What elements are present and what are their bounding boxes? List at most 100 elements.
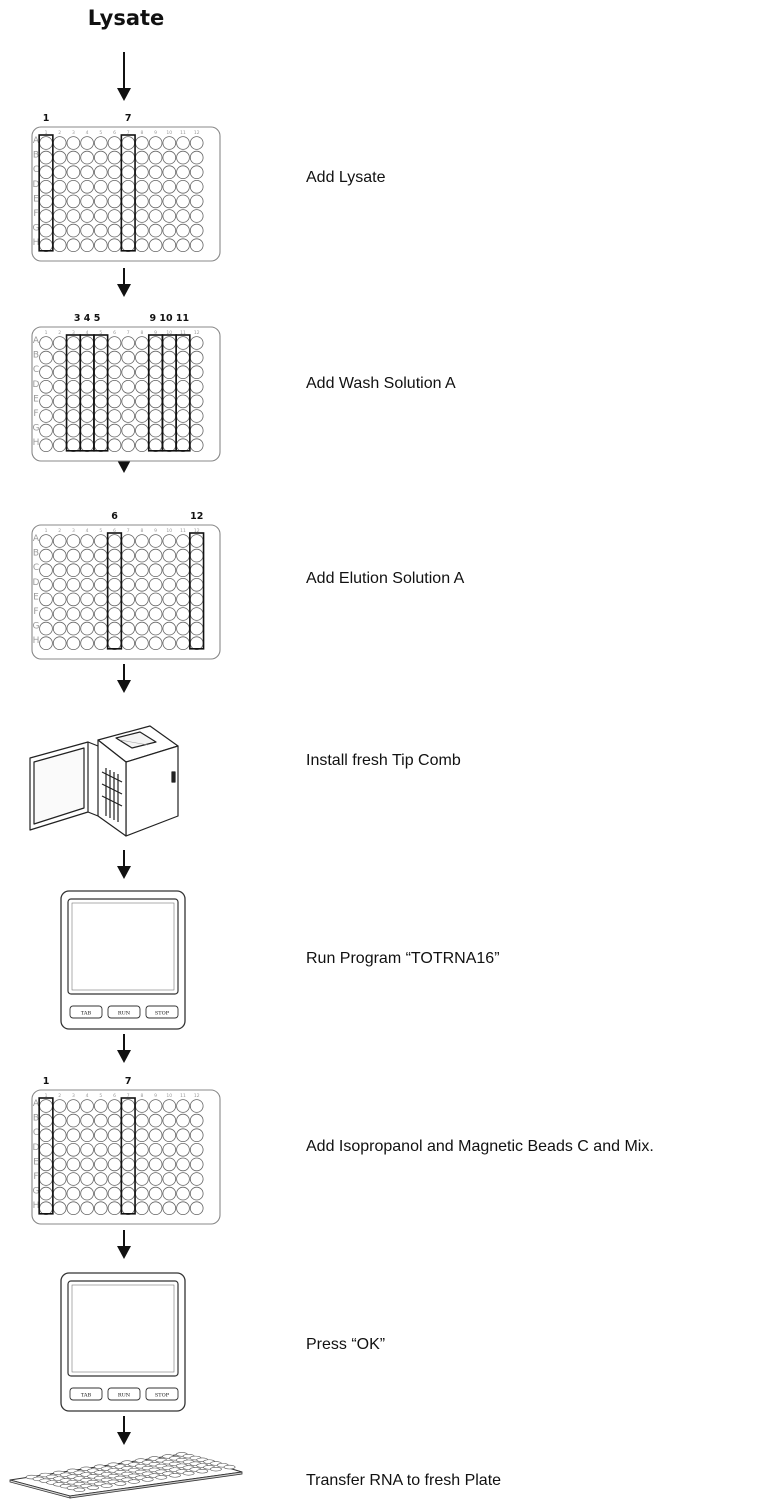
well	[135, 380, 149, 394]
well	[52, 150, 67, 165]
well	[135, 1157, 149, 1172]
well	[176, 636, 190, 650]
well	[80, 238, 94, 252]
column-number-label: 3	[72, 528, 75, 534]
well	[80, 607, 94, 621]
row-letter-label: B	[33, 1114, 39, 1124]
step-label: Run Program “TOTRNA16”	[306, 950, 500, 967]
well	[66, 1143, 81, 1157]
well	[80, 563, 94, 577]
column-marker-label: 1	[43, 1076, 50, 1087]
well	[39, 1201, 53, 1215]
well	[189, 563, 204, 577]
column-marker-label: 6	[111, 511, 118, 522]
well	[52, 1186, 67, 1201]
well	[52, 380, 67, 394]
well	[107, 607, 122, 621]
column-number-label: 3	[72, 130, 75, 136]
highlighted-column	[175, 334, 191, 452]
well	[209, 1466, 222, 1472]
well	[80, 534, 94, 548]
well	[80, 423, 94, 438]
well	[189, 1172, 204, 1186]
column-number-label: 4	[86, 330, 89, 336]
well	[148, 1099, 163, 1113]
column-number-label: 3	[72, 1093, 75, 1099]
panel-button-label: RUN	[118, 1393, 131, 1399]
well	[148, 1186, 163, 1201]
row-letter-label: D	[33, 1143, 40, 1153]
well	[80, 1099, 94, 1113]
column-number-label: 7	[127, 130, 130, 136]
well	[80, 1113, 94, 1128]
well	[162, 136, 177, 150]
well	[135, 194, 149, 209]
well	[169, 1473, 181, 1478]
well	[189, 423, 204, 438]
well	[39, 563, 53, 577]
row-letter-label: G	[33, 424, 40, 434]
panel-button	[107, 1387, 141, 1401]
well	[135, 636, 149, 650]
well	[148, 350, 163, 365]
column-number-label: 6	[113, 330, 116, 336]
column-marker-label: 3 4 5	[74, 313, 100, 324]
well	[189, 223, 204, 238]
panel-button	[107, 1005, 141, 1019]
well	[121, 209, 135, 223]
well	[121, 238, 135, 252]
well	[52, 223, 67, 238]
well	[135, 350, 149, 365]
well	[107, 563, 122, 577]
well	[39, 438, 53, 452]
well	[162, 1113, 177, 1128]
well	[189, 165, 204, 179]
well	[189, 1143, 204, 1157]
well	[39, 1186, 53, 1201]
well	[121, 380, 135, 394]
row-letter-label: E	[33, 592, 39, 602]
well	[148, 136, 163, 150]
well	[121, 592, 135, 607]
well	[52, 365, 67, 379]
well	[162, 180, 177, 194]
fresh-plate-icon	[9, 1452, 243, 1499]
well	[66, 380, 81, 394]
well	[94, 438, 108, 452]
row-letter-label: H	[33, 438, 40, 448]
well	[66, 365, 81, 379]
well	[52, 1201, 67, 1215]
well	[94, 165, 108, 179]
well	[176, 223, 190, 238]
well	[80, 592, 94, 607]
well	[162, 1201, 177, 1215]
well	[148, 548, 163, 563]
well	[121, 1099, 135, 1113]
column-number-label: 9	[154, 330, 157, 336]
well	[135, 1113, 149, 1128]
well	[39, 336, 53, 350]
well	[189, 209, 204, 223]
well	[189, 194, 204, 209]
well	[100, 1483, 113, 1488]
well	[39, 1143, 53, 1157]
well	[176, 592, 190, 607]
well	[80, 636, 94, 650]
well	[80, 438, 94, 452]
column-number-label: 3	[72, 330, 75, 336]
well	[52, 165, 67, 179]
well	[66, 336, 81, 350]
well	[176, 423, 190, 438]
panel-button	[145, 1387, 179, 1401]
row-letter-label: D	[33, 380, 40, 390]
well	[107, 136, 122, 150]
well	[94, 548, 108, 563]
well	[39, 194, 53, 209]
well	[52, 136, 67, 150]
row-letter-label: H	[33, 1201, 40, 1211]
well	[66, 548, 81, 563]
well	[135, 165, 149, 179]
well	[80, 548, 94, 563]
well	[196, 1469, 209, 1474]
column-number-label: 2	[58, 330, 61, 336]
